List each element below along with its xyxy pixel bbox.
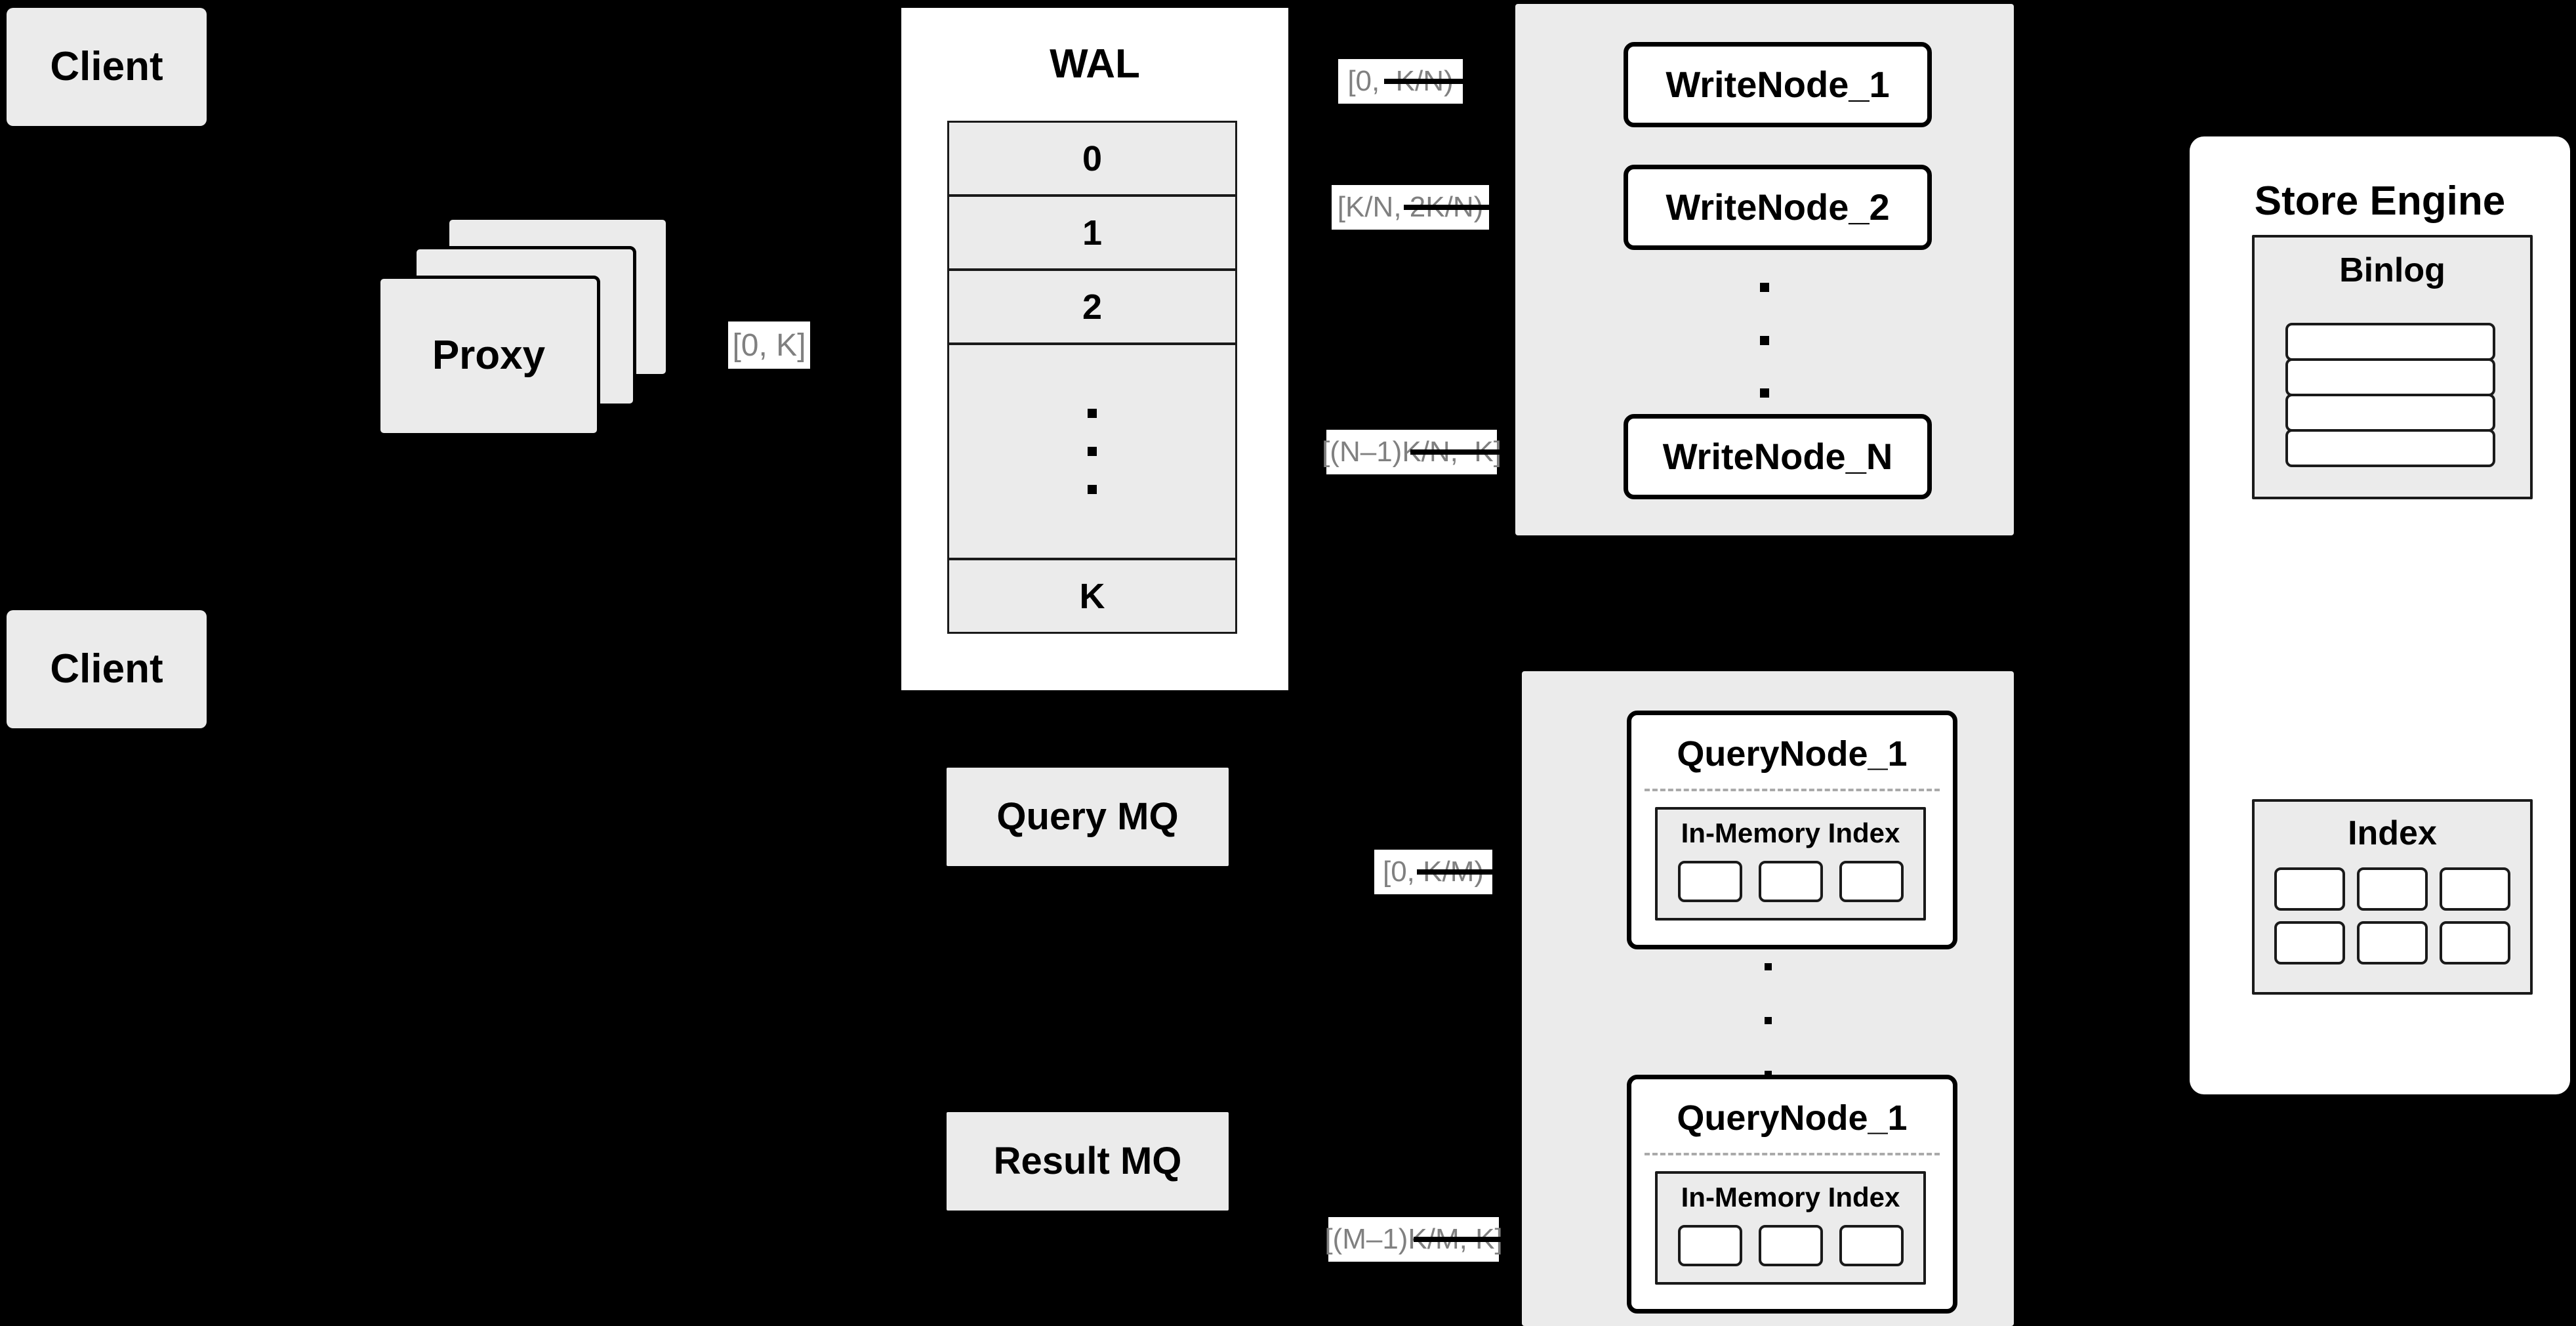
client-label-1: Client: [50, 43, 163, 89]
client-box-1[interactable]: Client: [7, 8, 207, 126]
index-slot[interactable]: [1839, 861, 1904, 902]
index-slot[interactable]: [2357, 867, 2428, 911]
query-node-group: QueryNode_1 In-Memory Index QueryNode_1 …: [1522, 671, 2014, 1326]
index-slot[interactable]: [1758, 861, 1823, 902]
write-node-1[interactable]: WriteNode_1: [1624, 42, 1932, 127]
query-node-1-index-box: In-Memory Index: [1655, 807, 1926, 921]
arrow-line-query-m: [1414, 1237, 1587, 1242]
binlog-row[interactable]: [2285, 358, 2495, 396]
query-node-m-index-slots: [1669, 1225, 1912, 1266]
arrow-line-write-2: [1404, 205, 1587, 210]
arrow-line-write-n: [1410, 449, 1587, 455]
write-node-group: WriteNode_1 WriteNode_2 WriteNode_N: [1515, 4, 2014, 535]
binlog-box: Binlog: [2252, 235, 2533, 499]
write-node-n-label: WriteNode_N: [1662, 436, 1893, 478]
wal-row-0[interactable]: 0: [947, 121, 1237, 196]
result-mq-label: Result MQ: [993, 1140, 1182, 1183]
store-engine-title: Store Engine: [2254, 178, 2506, 224]
binlog-title: Binlog: [2339, 251, 2445, 289]
query-mq-box[interactable]: Query MQ: [947, 768, 1229, 866]
index-slot[interactable]: [1839, 1225, 1904, 1266]
index-slot[interactable]: [1758, 1225, 1823, 1266]
arrow-line-query-1: [1417, 869, 1587, 875]
proxy-stack: Proxy: [377, 217, 679, 436]
write-node-1-label: WriteNode_1: [1666, 64, 1890, 106]
store-index-title: Index: [2348, 814, 2437, 852]
index-slot[interactable]: [1677, 1225, 1742, 1266]
index-slot[interactable]: [2440, 921, 2510, 964]
wal-rows: 0 1 2 K: [947, 121, 1237, 634]
query-node-m-index-title: In-Memory Index: [1681, 1182, 1900, 1212]
proxy-card-front[interactable]: Proxy: [377, 276, 600, 436]
binlog-rows: [2285, 323, 2495, 467]
result-mq-box[interactable]: Result MQ: [947, 1112, 1229, 1211]
write-node-2[interactable]: WriteNode_2: [1624, 165, 1932, 250]
query-node-m-index-box: In-Memory Index: [1655, 1171, 1926, 1285]
binlog-row[interactable]: [2285, 429, 2495, 467]
write-node-2-label: WriteNode_2: [1666, 186, 1890, 228]
wal-ellipsis-dots: [1088, 409, 1097, 494]
query-node-m-separator: [1645, 1153, 1940, 1155]
proxy-label: Proxy: [432, 333, 546, 379]
query-node-1-label: QueryNode_1: [1677, 734, 1908, 774]
query-node-1-separator: [1645, 789, 1940, 791]
query-node-m[interactable]: QueryNode_1 In-Memory Index: [1627, 1075, 1957, 1314]
write-group-ellipsis-dots: [1515, 283, 2014, 398]
query-mq-label: Query MQ: [996, 795, 1179, 839]
edge-label-proxy-to-wal: [0, K]: [728, 321, 810, 369]
store-index-slots: [2274, 867, 2510, 964]
binlog-row[interactable]: [2285, 323, 2495, 361]
query-node-1-index-title: In-Memory Index: [1681, 818, 1900, 848]
client-label-2: Client: [50, 646, 163, 692]
index-slot[interactable]: [2357, 921, 2428, 964]
query-node-m-label: QueryNode_1: [1677, 1098, 1908, 1138]
index-slot[interactable]: [1677, 861, 1742, 902]
write-node-n[interactable]: WriteNode_N: [1624, 414, 1932, 499]
binlog-row[interactable]: [2285, 394, 2495, 432]
query-group-ellipsis-dots: [1522, 963, 2014, 1078]
client-box-2[interactable]: Client: [7, 610, 207, 728]
store-engine-panel: Store Engine Binlog Index: [2190, 136, 2570, 1094]
wal-row-1[interactable]: 1: [947, 195, 1237, 270]
query-node-1[interactable]: QueryNode_1 In-Memory Index: [1627, 711, 1957, 949]
wal-row-k[interactable]: K: [947, 558, 1237, 634]
wal-title: WAL: [1050, 41, 1140, 87]
wal-row-2[interactable]: 2: [947, 269, 1237, 344]
wal-row-ellipsis: [947, 343, 1237, 560]
arrow-line-write-1: [1384, 79, 1587, 84]
query-node-1-index-slots: [1669, 861, 1912, 902]
index-slot[interactable]: [2274, 921, 2345, 964]
wal-panel: WAL 0 1 2 K: [897, 4, 1292, 694]
index-slot[interactable]: [2274, 867, 2345, 911]
store-index-box: Index: [2252, 799, 2533, 995]
index-slot[interactable]: [2440, 867, 2510, 911]
